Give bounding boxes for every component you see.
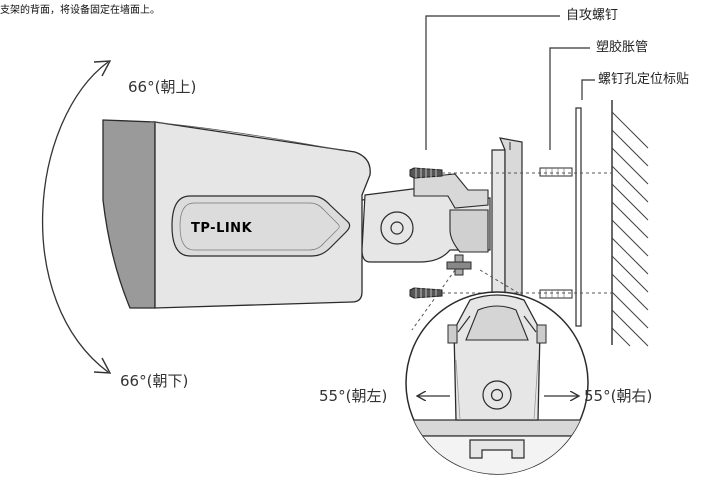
tilt-arc [42,61,109,373]
anchor-bottom [539,289,573,299]
instruction-text: 支架的背面，将设备固定在墙面上。 [0,5,160,16]
tilt-arrow-up [93,60,112,77]
label-pan-left: 55°(朝左) [319,387,388,405]
mount-arm [361,173,491,276]
leader-lines [425,15,595,150]
positioning-sticker [575,107,582,327]
screw-bottom [409,287,443,299]
tilt-arrow-down [93,357,112,374]
alignment-lines [411,172,612,331]
anchor-top [539,167,573,177]
label-pan-right: 55°(朝右) [584,387,653,405]
camera-body: TP-LINK [102,119,381,309]
camera-logo: TP-LINK [191,221,253,236]
label-plastic-anchor: 塑胶胀管 [596,40,649,55]
label-screw-hole-sticker: 螺钉孔定位标贴 [598,72,690,87]
wall [611,100,649,347]
label-tilt-down: 66°(朝下) [120,372,189,390]
wall-bracket [491,137,523,323]
screw-top [409,167,443,179]
detail-circle [405,291,589,475]
label-self-tapping-screw: 自攻螺钉 [566,8,619,23]
label-tilt-up: 66°(朝上) [128,78,197,96]
